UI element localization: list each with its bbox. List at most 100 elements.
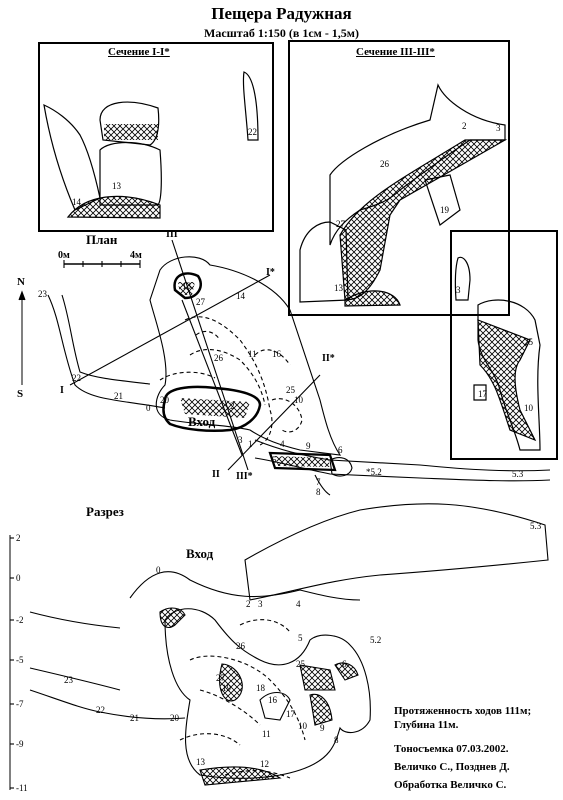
- section-mark: I*: [266, 267, 275, 278]
- station-label: 17: [286, 709, 295, 719]
- section-ii-frame: [450, 230, 558, 460]
- section-i-frame: [38, 42, 274, 232]
- station-label: 5.3: [530, 521, 542, 531]
- station-label: 10: [294, 395, 303, 405]
- station-label: 1: [248, 439, 253, 449]
- station-label: 8: [316, 487, 321, 497]
- station-label: 13: [196, 757, 205, 767]
- section-ii-drawing: [454, 256, 541, 451]
- station-label: 27: [216, 673, 225, 683]
- station-label: 18: [256, 683, 265, 693]
- station-label: 4: [296, 599, 301, 609]
- depth-tick-label: 2: [16, 533, 21, 543]
- scale-text: Масштаб 1:150 (в 1см - 1,5м): [204, 26, 359, 40]
- station-label: 9: [306, 441, 311, 451]
- station-label: 23: [38, 289, 47, 299]
- station-label: 9: [320, 723, 325, 733]
- station-label: 2: [230, 401, 235, 411]
- station-label: 11: [248, 349, 257, 359]
- station-label: 26: [236, 641, 245, 651]
- processing-note: Обработка Величко С.: [394, 779, 507, 791]
- depth-tick-label: 0: [16, 573, 21, 583]
- station-label: 4: [280, 439, 285, 449]
- razrez-drawing: [9, 503, 549, 790]
- station-label: 14: [72, 197, 81, 207]
- station-label: 22: [248, 127, 257, 137]
- station-label: 3: [456, 285, 461, 295]
- station-label: 13: [112, 181, 121, 191]
- station-label: 21: [130, 713, 139, 723]
- plan-drawing: [18, 239, 551, 496]
- station-label: 25: [524, 337, 533, 347]
- section-i-title: Сечение I-I*: [108, 46, 170, 58]
- surveyors-note: Величко С., Позднев Д.: [394, 761, 510, 773]
- station-label: 13: [182, 281, 191, 291]
- length-note: Протяженность ходов 111м;: [394, 705, 532, 717]
- station-label: 16: [272, 349, 281, 359]
- station-label: *5.2: [366, 467, 382, 477]
- station-label: 12: [260, 759, 269, 769]
- station-label: 26: [214, 353, 223, 363]
- station-label: 10: [524, 403, 533, 413]
- station-label: 20: [170, 713, 179, 723]
- station-label: 25: [296, 659, 305, 669]
- station-label: 26: [380, 159, 389, 169]
- station-label: 3: [238, 435, 243, 445]
- compass-south: S: [17, 388, 24, 400]
- plan-label: План: [86, 232, 118, 247]
- station-label: 21: [114, 391, 123, 401]
- station-label: 19: [222, 683, 231, 693]
- depth-tick-label: -5: [16, 655, 24, 665]
- station-label: 22: [72, 373, 81, 383]
- survey-date-note: Тоносъемка 07.03.2002.: [394, 743, 509, 755]
- station-label: 5.2: [370, 635, 382, 645]
- station-label: 5: [298, 633, 303, 643]
- station-label: 6: [338, 445, 343, 455]
- section-mark: I: [60, 385, 64, 396]
- depth-tick-label: -11: [16, 783, 28, 793]
- plan-entrance-label: Вход: [188, 414, 216, 429]
- station-label: 3: [258, 599, 263, 609]
- station-label: 6: [342, 659, 347, 669]
- station-label: 13: [334, 283, 343, 293]
- section-i-drawing: [43, 71, 259, 219]
- station-label: 10: [298, 721, 307, 731]
- compass-north: N: [17, 276, 25, 288]
- razrez-label: Разрез: [86, 504, 124, 519]
- station-label: 19: [440, 205, 449, 215]
- station-label: 5.3: [512, 469, 524, 479]
- station-label: 7: [316, 477, 321, 487]
- station-label: 27: [196, 297, 205, 307]
- station-label: 23: [64, 675, 73, 685]
- station-label: 3: [496, 123, 501, 133]
- map-title: Пещера Радужная: [211, 4, 352, 23]
- station-label: 17: [478, 389, 487, 399]
- scale-bar-start: 0м: [58, 250, 70, 261]
- section-mark: III*: [236, 471, 253, 482]
- station-label: 20: [160, 395, 169, 405]
- razrez-entrance-label: Вход: [186, 546, 214, 561]
- section-iii-frame: [288, 40, 510, 316]
- station-label: 0: [146, 403, 151, 413]
- section-mark: II*: [322, 353, 335, 364]
- section-iii-title: Сечение III-III*: [356, 46, 435, 58]
- section-mark: III: [166, 229, 178, 240]
- station-label: 14: [236, 291, 245, 301]
- section-iii-drawing: [299, 83, 508, 307]
- depth-tick-label: -2: [16, 615, 24, 625]
- station-label: 16: [268, 695, 277, 705]
- station-label: 22: [96, 705, 105, 715]
- station-label: 27: [336, 219, 345, 229]
- station-label: 5: [272, 455, 277, 465]
- station-label: 2: [246, 599, 251, 609]
- depth-tick-label: -9: [16, 739, 24, 749]
- depth-tick-label: -7: [16, 699, 24, 709]
- station-label: 11: [262, 729, 271, 739]
- scale-bar-end: 4м: [130, 250, 142, 261]
- depth-note: Глубина 11м.: [394, 719, 459, 731]
- station-label: 25: [286, 385, 295, 395]
- station-label: 8: [334, 735, 339, 745]
- section-mark: II: [212, 469, 220, 480]
- station-label: 0: [156, 565, 161, 575]
